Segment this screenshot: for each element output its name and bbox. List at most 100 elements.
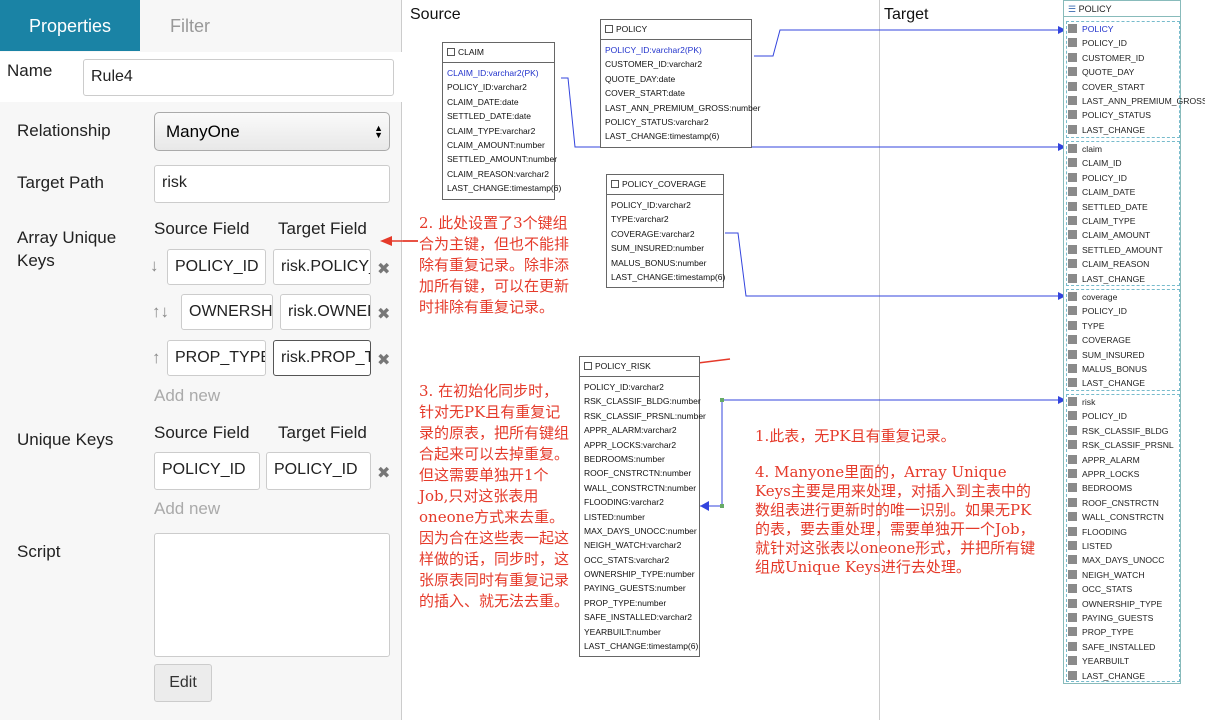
tree-field[interactable]: PROP_TYPE: [1068, 625, 1134, 639]
table-field[interactable]: WALL_CONSTRCTN:number: [584, 482, 697, 493]
target-path-input[interactable]: risk: [154, 165, 390, 203]
table-field[interactable]: POLICY_ID:varchar2: [611, 200, 691, 210]
tree-field[interactable]: RSK_CLASSIF_PRSNL: [1068, 438, 1174, 452]
remove-key-icon[interactable]: ✖: [377, 465, 391, 482]
table-field[interactable]: FLOODING:varchar2: [584, 497, 664, 508]
tree-field[interactable]: LAST_CHANGE: [1068, 669, 1145, 683]
tree-field[interactable]: SETTLED_DATE: [1068, 200, 1148, 214]
table-field[interactable]: POLICY_ID:varchar2(PK): [605, 45, 702, 55]
tree-field[interactable]: POLICY_ID: [1068, 304, 1127, 318]
table-field[interactable]: LAST_CHANGE:timestamp(6): [447, 183, 562, 194]
relationship-select[interactable]: ManyOne▲▼: [154, 112, 390, 151]
script-textarea[interactable]: [154, 533, 390, 657]
tree-field[interactable]: ROOF_CNSTRCTN: [1068, 496, 1159, 510]
tree-node-risk[interactable]: risk: [1068, 395, 1095, 409]
tree-field[interactable]: SETTLED_AMOUNT: [1068, 243, 1163, 257]
tree-field[interactable]: COVER_START: [1068, 80, 1145, 94]
tree-field[interactable]: COVERAGE: [1068, 333, 1131, 347]
table-field[interactable]: LAST_CHANGE:timestamp(6): [611, 271, 726, 282]
tree-field[interactable]: SUM_INSURED: [1068, 348, 1145, 362]
table-field[interactable]: OCC_STATS:varchar2: [584, 554, 670, 565]
tree-field[interactable]: POLICY_ID: [1068, 36, 1127, 50]
tree-field[interactable]: CLAIM_ID: [1068, 156, 1122, 170]
table-field[interactable]: PROP_TYPE:number: [584, 597, 667, 608]
tree-field[interactable]: LAST_ANN_PREMIUM_GROSS: [1068, 94, 1205, 108]
table-field[interactable]: CLAIM_ID:varchar2(PK): [447, 68, 539, 78]
array-key-target-3[interactable]: risk.PROP_TYPE: [273, 340, 371, 376]
table-field[interactable]: SUM_INSURED:number: [611, 243, 705, 254]
tree-field[interactable]: CLAIM_DATE: [1068, 185, 1135, 199]
tree-node-coverage[interactable]: coverage: [1068, 290, 1117, 304]
table-field[interactable]: TYPE:varchar2: [611, 214, 669, 225]
tab-filter[interactable]: Filter: [170, 16, 210, 36]
table-field[interactable]: QUOTE_DAY:date: [605, 73, 676, 84]
tree-field[interactable]: APPR_LOCKS: [1068, 467, 1139, 481]
table-field[interactable]: LAST_CHANGE:timestamp(6): [605, 131, 720, 142]
tree-field[interactable]: MAX_DAYS_UNOCC: [1068, 553, 1164, 567]
table-field[interactable]: CLAIM_AMOUNT:number: [447, 139, 545, 150]
tree-field[interactable]: FLOODING: [1068, 525, 1127, 539]
tree-field[interactable]: OWNERSHIP_TYPE: [1068, 597, 1162, 611]
tree-field[interactable]: LISTED: [1068, 539, 1112, 553]
tree-field[interactable]: POLICY_ID: [1068, 409, 1127, 423]
tree-field[interactable]: CLAIM_TYPE: [1068, 214, 1136, 228]
unique-add-new-link[interactable]: Add new: [154, 499, 221, 518]
sort-updown-icon[interactable]: ↑↓: [152, 302, 169, 321]
table-field[interactable]: SETTLED_AMOUNT:number: [447, 154, 558, 165]
tree-field[interactable]: LAST_CHANGE: [1068, 376, 1145, 390]
tree-field[interactable]: PAYING_GUESTS: [1068, 611, 1153, 625]
tab-properties[interactable]: Properties: [0, 0, 140, 51]
array-key-target-1[interactable]: risk.POLICY_ID: [273, 249, 371, 285]
unique-key-source[interactable]: POLICY_ID: [154, 452, 260, 490]
table-claim[interactable]: CLAIM CLAIM_ID:varchar2(PK)POLICY_ID:var…: [442, 42, 562, 200]
table-field[interactable]: RSK_CLASSIF_BLDG:number: [584, 396, 701, 407]
tree-field[interactable]: MALUS_BONUS: [1068, 362, 1147, 376]
tree-field[interactable]: BEDROOMS: [1068, 481, 1132, 495]
table-field[interactable]: BEDROOMS:number: [584, 453, 665, 464]
tree-node-root[interactable]: POLICY: [1068, 22, 1114, 36]
name-input[interactable]: Rule4: [83, 59, 394, 96]
table-field[interactable]: LAST_ANN_PREMIUM_GROSS:number: [605, 102, 761, 113]
unique-key-target[interactable]: POLICY_ID: [266, 452, 371, 490]
table-field[interactable]: YEARBUILT:number: [584, 626, 661, 637]
tree-field[interactable]: YEARBUILT: [1068, 654, 1129, 668]
tree-field[interactable]: TYPE: [1068, 319, 1104, 333]
table-field[interactable]: ROOF_CNSTRCTN:number: [584, 468, 692, 479]
tree-field[interactable]: RSK_CLASSIF_BLDG: [1068, 424, 1168, 438]
tree-field[interactable]: APPR_ALARM: [1068, 453, 1140, 467]
table-policy[interactable]: POLICY POLICY_ID:varchar2(PK)CUSTOMER_ID…: [600, 19, 761, 148]
tree-field[interactable]: WALL_CONSTRCTN: [1068, 510, 1164, 524]
array-key-target-2[interactable]: risk.OWNERSHIP_TYPE: [280, 294, 371, 330]
tree-field[interactable]: NEIGH_WATCH: [1068, 568, 1145, 582]
sort-down-icon[interactable]: ↓: [150, 256, 159, 275]
tree-field[interactable]: POLICY_ID: [1068, 171, 1127, 185]
tree-field[interactable]: POLICY_STATUS: [1068, 108, 1151, 122]
array-key-source-2[interactable]: OWNERSHIP_TYPE: [181, 294, 273, 330]
table-field[interactable]: POLICY_ID:varchar2: [447, 82, 527, 93]
tree-field[interactable]: OCC_STATS: [1068, 582, 1132, 596]
table-field[interactable]: CLAIM_DATE:date: [447, 96, 519, 107]
remove-key-icon[interactable]: ✖: [377, 306, 391, 323]
tree-field[interactable]: LAST_CHANGE: [1068, 272, 1145, 286]
tree-node-claim[interactable]: claim: [1068, 142, 1102, 156]
table-field[interactable]: MAX_DAYS_UNOCC:number: [584, 525, 697, 536]
table-field[interactable]: SETTLED_DATE:date: [447, 111, 531, 122]
array-key-source-1[interactable]: POLICY_ID: [167, 249, 266, 285]
table-field[interactable]: COVERAGE:varchar2: [611, 228, 695, 239]
table-field[interactable]: APPR_LOCKS:varchar2: [584, 439, 677, 450]
tree-field[interactable]: CLAIM_AMOUNT: [1068, 228, 1150, 242]
remove-key-icon[interactable]: ✖: [377, 352, 391, 369]
table-field[interactable]: OWNERSHIP_TYPE:number: [584, 569, 695, 580]
tree-field[interactable]: CUSTOMER_ID: [1068, 51, 1144, 65]
table-field[interactable]: CLAIM_TYPE:varchar2: [447, 125, 536, 136]
table-field[interactable]: POLICY_ID:varchar2: [584, 382, 664, 392]
table-field[interactable]: MALUS_BONUS:number: [611, 257, 707, 268]
tree-field[interactable]: LAST_CHANGE: [1068, 123, 1145, 137]
table-field[interactable]: POLICY_STATUS:varchar2: [605, 116, 709, 127]
table-field[interactable]: PAYING_GUESTS:number: [584, 583, 686, 594]
tree-field[interactable]: SAFE_INSTALLED: [1068, 640, 1155, 654]
table-field[interactable]: COVER_START:date: [605, 88, 685, 99]
remove-key-icon[interactable]: ✖: [377, 261, 391, 278]
